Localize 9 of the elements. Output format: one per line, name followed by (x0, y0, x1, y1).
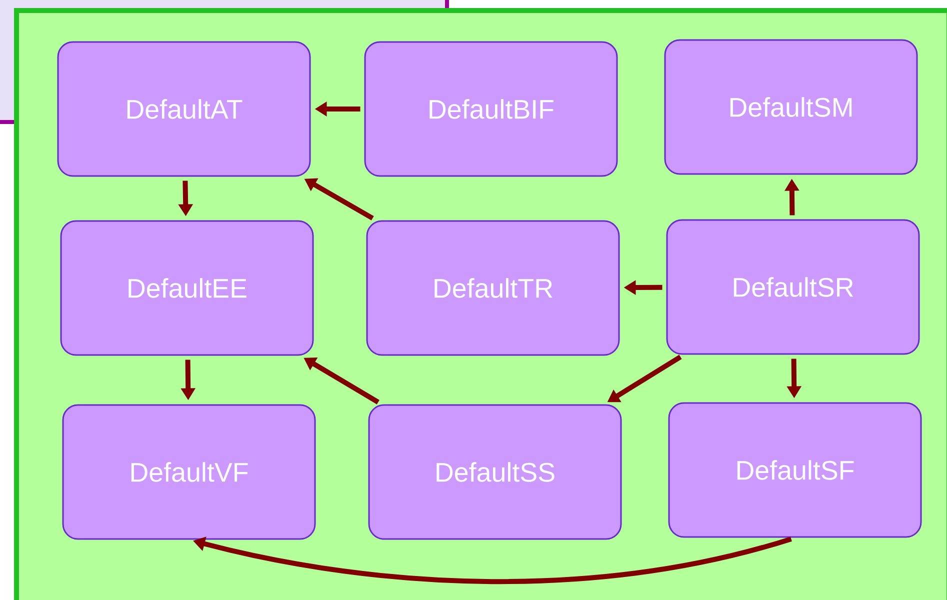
process-box: DefaultAT (57, 41, 311, 177)
process-box: DefaultEE (60, 220, 314, 356)
process-box: DefaultVF (62, 404, 316, 540)
process-box: DefaultBIF (364, 41, 618, 177)
process-box: DefaultTR (366, 220, 620, 356)
process-box: DefaultSR (666, 219, 920, 355)
process-box: DefaultSF (668, 402, 922, 538)
process-box: DefaultSM (664, 39, 918, 175)
process-box: DefaultSS (368, 404, 622, 540)
